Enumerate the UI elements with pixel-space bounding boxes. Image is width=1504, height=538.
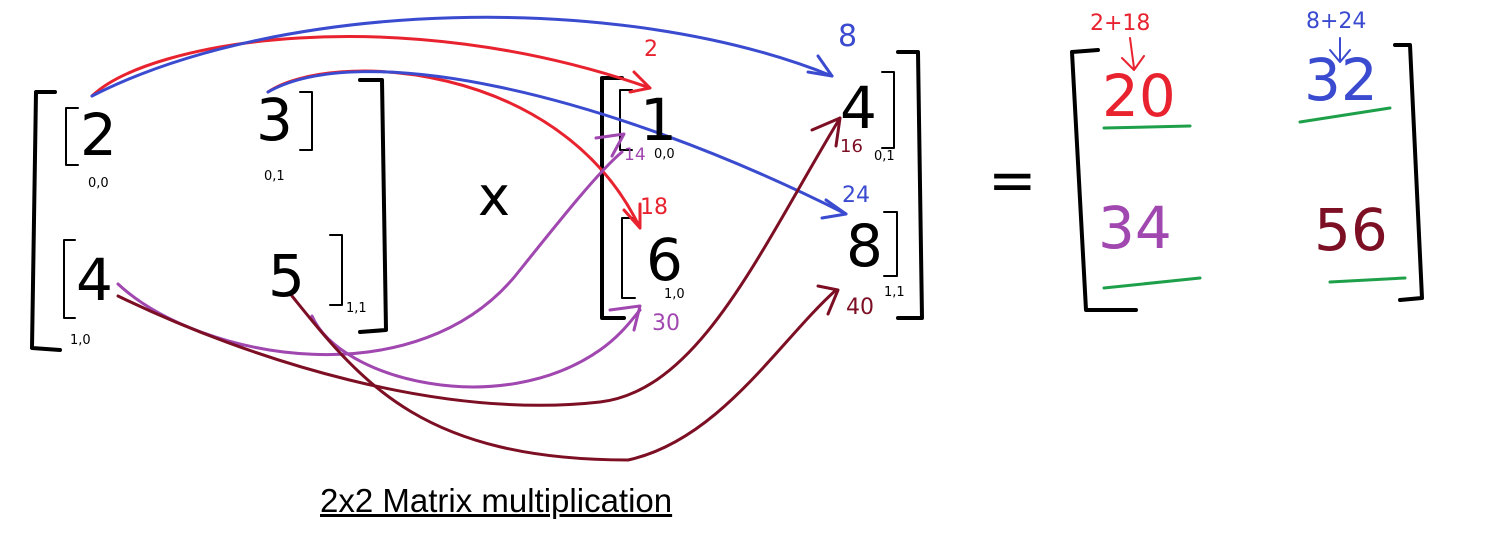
matrix-b-right-bracket — [896, 50, 924, 320]
a-value-00: 2 — [80, 101, 117, 169]
a-index-11: 1,1 — [346, 301, 367, 316]
arrowhead — [806, 54, 834, 78]
result-left-bracket — [1070, 48, 1138, 312]
arrow-red-a01-to-b10 — [266, 69, 642, 230]
arrowhead — [608, 304, 642, 332]
cell-bracket — [621, 217, 636, 299]
arrow-red-a00-to-b00 — [90, 35, 652, 98]
b-value-01: 4 — [840, 74, 877, 142]
b-value-00: 1 — [640, 86, 677, 154]
product-label: 8 — [838, 19, 857, 54]
a-index-10: 1,0 — [70, 333, 91, 348]
equals-sign: = — [988, 146, 1037, 214]
arrow-purple-a11-to-b10 — [310, 308, 642, 389]
product-label: 18 — [640, 195, 668, 220]
diagram-caption: 2x2 Matrix multiplication — [320, 482, 673, 519]
product-label: 14 — [624, 145, 646, 165]
b-index-11: 1,1 — [884, 285, 905, 300]
underline-r1c0 — [1102, 276, 1202, 290]
result-sum-r0c0: 2+18 — [1090, 11, 1150, 36]
b-index-00: 0,0 — [654, 147, 675, 162]
multiply-operator: x — [478, 165, 510, 228]
a-index-01: 0,1 — [264, 169, 285, 184]
b-index-10: 1,0 — [664, 287, 685, 302]
product-label: 24 — [842, 183, 870, 208]
matrix-a-left-bracket — [30, 90, 62, 352]
arrow-maroon-a11-to-b11 — [290, 288, 838, 462]
a-value-10: 4 — [76, 246, 113, 314]
result-value-r1c1: 56 — [1314, 196, 1388, 264]
underline-r0c1 — [1298, 106, 1392, 124]
cell-bracket — [881, 71, 895, 149]
result-sum-r0c1: 8+24 — [1306, 9, 1366, 34]
arrowhead — [594, 132, 626, 158]
b-index-01: 0,1 — [874, 149, 895, 164]
a-value-01: 3 — [256, 86, 293, 154]
underline-r0c0 — [1102, 124, 1192, 130]
arrow-purple-a10-to-b00 — [116, 150, 624, 357]
b-value-10: 6 — [646, 226, 683, 294]
arrowhead — [622, 202, 642, 230]
arrow-maroon-a10-to-b01 — [116, 116, 842, 407]
cell-bracket — [299, 91, 313, 151]
matrix-a-right-bracket — [358, 78, 388, 334]
down-arrow-blue — [1329, 37, 1351, 63]
down-arrow-red — [1121, 37, 1145, 71]
a-index-00: 0,0 — [88, 176, 109, 191]
arrowhead — [820, 198, 848, 220]
arrowhead — [810, 116, 842, 148]
result-value-r0c1: 32 — [1304, 46, 1378, 114]
result-value-r0c0: 20 — [1102, 62, 1176, 130]
cell-bracket — [883, 211, 898, 277]
product-label: 16 — [840, 136, 863, 157]
cell-bracket — [63, 239, 76, 319]
product-label: 30 — [652, 311, 680, 336]
arrowhead — [816, 284, 840, 316]
product-label: 2 — [644, 37, 658, 62]
arrow-blue-a01-to-b11 — [266, 70, 848, 216]
a-value-11: 5 — [268, 242, 305, 310]
result-value-r1c0: 34 — [1098, 194, 1172, 262]
product-label: 40 — [846, 295, 874, 320]
result-right-bracket — [1393, 43, 1424, 302]
underline-r1c1 — [1328, 276, 1407, 284]
cell-bracket — [65, 107, 79, 166]
matrix-b-left-bracket — [600, 76, 626, 320]
cell-bracket — [329, 234, 343, 306]
arrow-blue-a00-to-b01 — [90, 15, 834, 98]
arrowhead — [628, 70, 652, 94]
b-value-11: 8 — [846, 212, 883, 280]
